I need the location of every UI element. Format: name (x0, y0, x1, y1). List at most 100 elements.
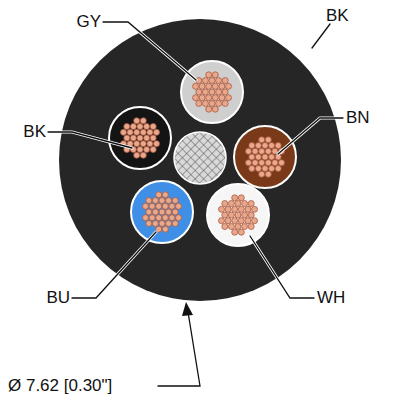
core-insulation (131, 181, 193, 243)
copper-strand (134, 118, 140, 124)
leader-lines (48, 22, 343, 386)
copper-strand (140, 152, 146, 158)
copper-strand (219, 218, 225, 224)
copper-strand (235, 224, 241, 230)
copper-strand (265, 171, 271, 177)
core-insulation (234, 126, 296, 188)
copper-strand (140, 129, 146, 135)
copper-strand (219, 95, 225, 101)
copper-strand (252, 148, 258, 154)
copper-strand (226, 95, 232, 101)
copper-strand (232, 229, 238, 235)
copper-strand (235, 201, 241, 207)
copper-strand (228, 224, 234, 230)
copper-strand (176, 203, 182, 209)
copper-strand (249, 143, 255, 149)
copper-strand (212, 72, 218, 78)
copper-strand (159, 209, 165, 215)
copper-strand (252, 206, 258, 212)
color-code-label: BN (346, 109, 370, 128)
copper-strand (235, 212, 241, 218)
copper-strand (193, 83, 199, 89)
copper-strand (212, 106, 218, 112)
copper-strand (228, 212, 234, 218)
copper-strand (269, 154, 275, 160)
dimension-label: Ø 7.62 [0.30"] (8, 377, 112, 396)
copper-strand (130, 124, 136, 130)
copper-strand (196, 101, 202, 107)
copper-strand (199, 83, 205, 89)
copper-strand (249, 154, 255, 160)
copper-strand (216, 101, 222, 107)
copper-strand (246, 148, 252, 154)
copper-strand (140, 141, 146, 147)
copper-strand (255, 154, 261, 160)
copper-strand (143, 203, 149, 209)
copper-strand (152, 221, 158, 227)
copper-strand (275, 166, 281, 172)
copper-strand (137, 124, 143, 130)
copper-strand (238, 206, 244, 212)
copper-strand (222, 89, 228, 95)
copper-strand (238, 195, 244, 201)
copper-strand (222, 212, 228, 218)
copper-strand (124, 124, 130, 130)
copper-strand (137, 135, 143, 141)
color-code-label: WH (317, 289, 345, 308)
copper-strand (137, 147, 143, 153)
copper-strand (193, 95, 199, 101)
copper-strand (219, 206, 225, 212)
copper-strand (265, 137, 271, 143)
copper-strand (252, 160, 258, 166)
copper-strand (121, 129, 127, 135)
cores (109, 61, 296, 246)
copper-strand (259, 171, 265, 177)
copper-strand (196, 89, 202, 95)
copper-strand (248, 224, 254, 230)
color-code-label: GY (76, 13, 101, 32)
core-insulation (181, 61, 243, 123)
copper-strand (147, 129, 153, 135)
copper-strand (202, 101, 208, 107)
copper-strand (228, 201, 234, 207)
copper-strand (262, 143, 268, 149)
copper-strand (130, 135, 136, 141)
copper-strand (146, 198, 152, 204)
copper-strand (219, 83, 225, 89)
copper-strand (206, 83, 212, 89)
copper-strand (245, 206, 251, 212)
copper-strand (127, 129, 133, 135)
copper-strand (212, 83, 218, 89)
copper-strand (249, 166, 255, 172)
copper-strand (265, 160, 271, 166)
copper-strand (245, 218, 251, 224)
copper-strand (242, 212, 248, 218)
copper-strand (144, 147, 150, 153)
core-insulation (207, 184, 269, 246)
copper-strand (159, 221, 165, 227)
copper-strand (154, 129, 160, 135)
copper-strand (162, 226, 168, 232)
copper-strand (156, 203, 162, 209)
copper-strand (259, 137, 265, 143)
filler (174, 132, 226, 184)
copper-strand (225, 218, 231, 224)
copper-strand (262, 166, 268, 172)
copper-strand (242, 224, 248, 230)
copper-strand (202, 78, 208, 84)
copper-strand (248, 212, 254, 218)
copper-strand (140, 118, 146, 124)
copper-strand (265, 148, 271, 154)
copper-strand (222, 101, 228, 107)
copper-strand (162, 203, 168, 209)
copper-strand (150, 135, 156, 141)
copper-strand (232, 195, 238, 201)
copper-strand (248, 201, 254, 207)
copper-strand (152, 198, 158, 204)
copper-strand (166, 209, 172, 215)
copper-strand (222, 78, 228, 84)
copper-strand (172, 198, 178, 204)
copper-strand (146, 221, 152, 227)
copper-strand (199, 95, 205, 101)
copper-strand (262, 154, 268, 160)
